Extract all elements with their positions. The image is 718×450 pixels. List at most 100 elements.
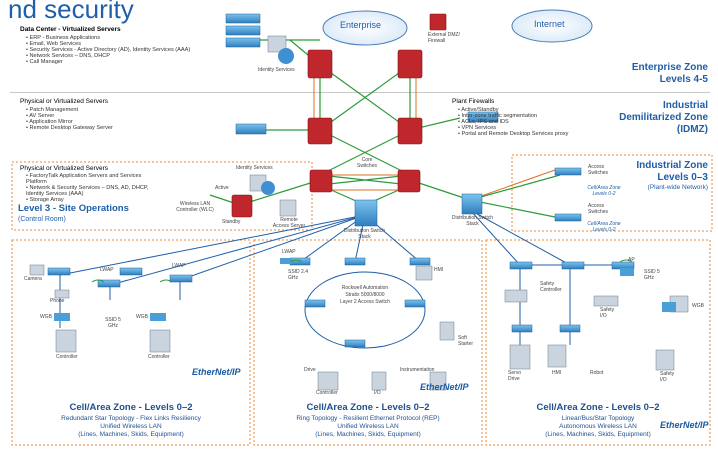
idmz-servers-header: Physical or Virtualized Servers (20, 98, 109, 105)
external-dmz-label: External DMZ/ Firewall (428, 32, 460, 44)
level3-sub: (Control Room) (18, 216, 66, 223)
servo-drive-label: Servo Drive (508, 370, 522, 382)
idmz-title-3: (IDMZ) (676, 124, 708, 135)
core-switches-label: Core Switches (356, 157, 377, 169)
site-ops-box (11, 161, 313, 231)
wgb-label-1: WGB (40, 314, 52, 320)
identity-services-label: Identity Services (258, 67, 295, 73)
cell3-sub3: (Lines, Machines, Skids, Equipment) (545, 431, 651, 438)
ap-label: AP (628, 257, 635, 263)
industrial-zone-levels: Levels 0–3 (657, 172, 708, 183)
cell1-title: Cell/Area Zone - Levels 0–2 (69, 402, 193, 413)
dist-stack-label-2: Distribution Switch Stack (451, 215, 494, 227)
wlc-label: Wireless LAN Controller (WLC) (176, 201, 214, 213)
idmz-title-2: Demilitarized Zone (619, 112, 708, 123)
ethernetip-logo-cell3: EtherNet/IP (660, 420, 709, 430)
firewall-item: Inter-zone traffic segmentation (458, 113, 568, 119)
industrial-zone-sub: (Plant-wide Network) (647, 184, 708, 191)
lwap-label-1: LWAP (100, 267, 114, 273)
idmz-server-item: Application Mirror (26, 119, 113, 125)
instrumentation-label: Instrumentation (400, 367, 435, 373)
cell1-box (11, 239, 251, 446)
cell1-sub2: Unified Wireless LAN (100, 423, 162, 430)
green-links (209, 39, 561, 219)
firewall-item: Portal and Remote Desktop Services proxy (458, 131, 569, 137)
ethernetip-logo-cell1: EtherNet/IP (192, 367, 241, 377)
cell3-sub2: Autonomous Wireless LAN (559, 423, 637, 430)
firewall-item: VPN Services (458, 125, 568, 131)
safety-controller-label: Safety Controller (540, 281, 562, 293)
blue-links (59, 209, 620, 345)
cell3-title: Cell/Area Zone - Levels 0–2 (536, 402, 660, 413)
phone-label: Phone (50, 298, 65, 304)
enterprise-cloud-label: Enterprise (340, 20, 382, 30)
safety-io-label-1: Safety I/O (600, 307, 615, 319)
safety-io-label-2: Safety I/O (660, 371, 675, 383)
cell2-controller-label: Controller (316, 390, 338, 396)
cell2-lwap-label: LWAP (282, 249, 296, 255)
access-switches-label-1: Access Switches (588, 164, 609, 176)
standby-label: Standby (222, 219, 241, 225)
drive-label: Drive (304, 367, 316, 373)
idmz-title-1: Industrial (662, 100, 708, 111)
controller-label-1: Controller (56, 354, 78, 360)
dc-item: Security Services - Active Directory (AD… (26, 47, 191, 53)
cell1-sub3: (Lines, Machines, Skids, Equipment) (78, 431, 184, 438)
dist-stack-label-1: Distribution Switch Stack (343, 228, 386, 240)
cell3-wgb-label: WGB (692, 303, 704, 309)
dc-item: Network Services – DNS, DHCP (26, 53, 190, 59)
siteops-identity-services: Identity Services (236, 165, 273, 171)
enterprise-zone-levels: Levels 4-5 (659, 74, 708, 85)
dc-item: ERP - Business Applications (26, 35, 190, 41)
cell2-hmi-label: HMI (434, 267, 444, 273)
idmz-server-item: Remote Desktop Gateway Server (26, 125, 113, 131)
dc-header: Data Center - Virtualized Servers (20, 26, 121, 33)
cell3-box (485, 239, 711, 446)
remote-access-label: Remote Access Server (272, 217, 306, 229)
wireless-devices (54, 258, 676, 321)
cell2-sub2: Unified Wireless LAN (337, 423, 399, 430)
lwap-label-2: LWAP (172, 263, 186, 269)
idmz-server-item: AV Server (26, 113, 113, 119)
controller-label-2: Controller (148, 354, 170, 360)
robot-label: Robot (590, 370, 604, 376)
cell2-sub3: (Lines, Machines, Skids, Equipment) (315, 431, 421, 438)
industrial-zone-title: Industrial Zone (636, 160, 708, 171)
cell-zone-mini-2: Cell/Area Zone Levels 0-2 (587, 221, 621, 233)
firewalls (231, 13, 447, 218)
idmz-separator (10, 92, 710, 93)
siteops-servers-header: Physical or Virtualized Servers (20, 165, 109, 172)
cell-zone-mini-1: Cell/Area Zone Levels 0-2 (587, 185, 621, 197)
enterprise-zone-title: Enterprise Zone (631, 62, 708, 73)
cell3-hmi-label: HMI (552, 370, 562, 376)
internet-cloud-label: Internet (534, 19, 565, 29)
firewall-item: ACLs, IPS and IDS (458, 119, 568, 125)
wgb-label-2: WGB (136, 314, 148, 320)
firewall-item: Active/Standby (458, 107, 568, 113)
rep-ring (304, 271, 426, 349)
industrial-access-box (511, 154, 713, 232)
dc-items: ERP - Business Applications Email, Web S… (26, 35, 191, 65)
ethernetip-logo-cell2: EtherNet/IP (420, 382, 469, 392)
cell2-title: Cell/Area Zone - Levels 0–2 (306, 402, 430, 413)
wireless-arcs (91, 259, 633, 283)
cell2-ssid-label: SSID 2.4 GHz (288, 269, 309, 281)
siteops-server-item: Storage Array (26, 197, 154, 203)
identity-services-icon (278, 48, 294, 64)
dc-item: Email, Web Services (26, 41, 190, 47)
camera-label: Camera (24, 276, 42, 282)
siteops-server-item: FactoryTalk Application Servers and Serv… (26, 173, 154, 185)
dc-item: Call Manager (26, 59, 190, 65)
ring-text-2: Stratix 5000/8000 (345, 292, 385, 298)
enterprise-cloud (322, 10, 408, 46)
plant-firewalls-header: Plant Firewalls (452, 98, 495, 105)
io-label: I/O (374, 390, 381, 396)
idmz-server-item: Patch Management (26, 107, 113, 113)
ssid-label-cell1: SSID 5 GHz (105, 317, 121, 329)
cell1-sub1: Redundant Star Topology - Flex Links Res… (61, 415, 201, 422)
siteops-server-item: Network & Security Services – DNS, AD, D… (26, 185, 154, 197)
plant-firewalls-items: Active/Standby Inter-zone traffic segmen… (458, 107, 568, 137)
internet-cloud (511, 9, 593, 43)
